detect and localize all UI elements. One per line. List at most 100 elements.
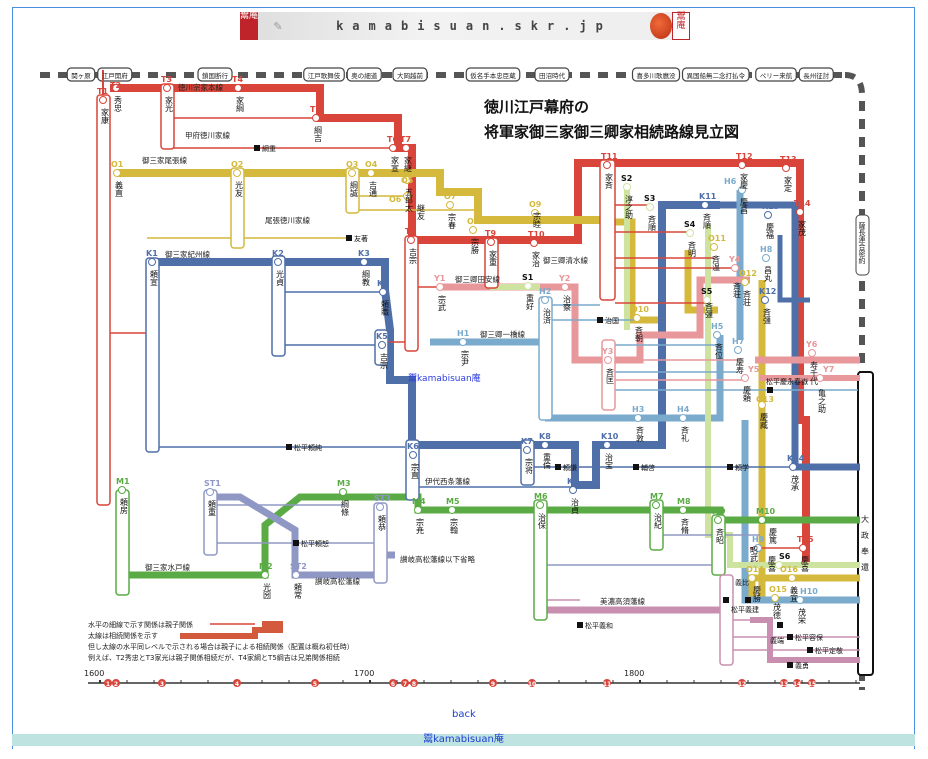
station-node: [403, 192, 411, 200]
station-code: ST3: [374, 494, 391, 503]
line-name: 讃岐高松藩線以下省略: [400, 554, 475, 564]
station-node: [339, 488, 347, 496]
station-code: O15: [769, 585, 787, 594]
line-name: 美濃高須藩線: [600, 596, 645, 606]
shogun-marker: [410, 679, 418, 687]
station-code: T13: [780, 155, 797, 164]
station-node: [799, 544, 807, 552]
station-code: S4: [684, 220, 696, 229]
station-name: 綱教: [362, 269, 371, 287]
person-square-marker: [767, 387, 773, 393]
shogun-marker: [401, 679, 409, 687]
legend-text: 例えば、T2秀忠とT3家光は親子関係相続だが、T4家綱とT5綱吉は兄弟関係相続: [88, 653, 340, 662]
station-name: 斉敦: [636, 425, 645, 443]
station-name: 家慶: [740, 172, 749, 190]
station-name: 家重: [489, 249, 498, 266]
station-node: [530, 239, 538, 247]
station-code: H2: [539, 287, 551, 296]
station-name: 慶勝: [753, 585, 762, 603]
person-square-marker: [807, 647, 813, 653]
footer-link[interactable]: 鬻kamabisuan庵: [423, 734, 504, 745]
station-code: K11: [699, 192, 717, 201]
station-code: Y7: [822, 365, 834, 374]
shogun-marker: [389, 679, 397, 687]
shogun-marker: [233, 679, 241, 687]
station-code: T10: [528, 230, 545, 239]
legend-text: 但し太線の水平同レベルで示される場合は親子による相続関係（配置は概ね初任時）: [88, 642, 354, 651]
station-node: [741, 278, 749, 286]
shogun-marker: [603, 679, 611, 687]
station-name: 宗尹: [461, 349, 470, 367]
event-label: 長州征討: [803, 71, 830, 80]
station-code: M8: [677, 497, 691, 506]
station-node: [713, 331, 721, 339]
event-label: 関ヶ原: [71, 72, 91, 80]
shogun-marker-number: 13: [780, 681, 788, 688]
station-node: [796, 208, 804, 216]
station-code: Y4: [728, 255, 741, 264]
shogun-marker: [104, 679, 112, 687]
station-box: [719, 574, 734, 666]
station-code: K1: [146, 249, 158, 258]
station-code: O12: [739, 269, 757, 278]
diagram-title: 徳川江戸幕府の: [483, 98, 589, 116]
station-node: [714, 516, 722, 524]
station-code: M4: [412, 497, 426, 506]
station-name: 継友: [417, 203, 426, 221]
line-name: 甲府徳川家線: [185, 130, 230, 140]
station-code: T12: [736, 152, 753, 161]
station-name: 頼職: [381, 300, 390, 317]
station-code: K7: [521, 437, 533, 446]
station-name: 斉位: [715, 342, 724, 359]
person-name: 綱重: [262, 144, 276, 153]
station-code: K4: [377, 279, 389, 288]
station-name: 慶福: [766, 222, 775, 240]
station-code: O4: [365, 160, 378, 169]
person-name: 松平義和: [585, 621, 613, 630]
station-code: H6: [724, 177, 737, 186]
event-label: 江戸歌舞伎: [308, 71, 341, 80]
back-link[interactable]: back: [452, 709, 476, 720]
station-name: 寿千代: [810, 360, 819, 386]
site-name: kamabisuan.skr.jp: [336, 19, 612, 33]
station-name: 治貞: [571, 497, 580, 515]
station-code: T4: [232, 75, 243, 84]
line-name: 尾張徳川家線: [265, 215, 310, 225]
shogun-marker: [780, 679, 788, 687]
station-node: [652, 501, 660, 509]
event-label: 仮名手本忠臣蔵: [470, 71, 516, 80]
axis-year-label: 1600: [84, 669, 104, 678]
station-code: K12: [759, 287, 776, 296]
shogun-marker-number: 6: [391, 681, 395, 688]
station-name: 頼重: [208, 500, 217, 516]
station-node: [233, 169, 241, 177]
event-badge: [755, 67, 797, 82]
station-code: H8: [760, 245, 773, 254]
station-code: O11: [708, 234, 726, 243]
watermark-text: 鬻kamabisuan庵: [408, 372, 481, 384]
station-code: K6: [407, 442, 419, 451]
shogun-marker-number: 8: [412, 681, 416, 688]
legend-text: 水平の細線で示す関係は親子関係: [88, 620, 193, 629]
station-node: [148, 258, 156, 266]
station-name: 家宣: [391, 155, 400, 172]
station-name: 斉温: [712, 254, 721, 272]
station-name: 宗睦: [533, 211, 542, 228]
station-code: S1: [522, 273, 534, 282]
station-node: [118, 486, 126, 494]
event-badge: [798, 67, 834, 82]
shogun-marker-number: 3: [160, 681, 164, 688]
station-code: T9: [485, 229, 496, 238]
station-name: 茂栄: [798, 607, 807, 625]
station-code: H4: [677, 405, 690, 414]
station-name: 重好: [526, 293, 535, 311]
station-name: 家継: [404, 155, 413, 173]
owari-line: [117, 169, 600, 224]
station-name: 斉彊: [705, 301, 714, 319]
station-name: 亀之助: [818, 388, 827, 414]
person-square-marker: [727, 464, 733, 470]
person-name: 頼謙: [563, 463, 577, 472]
station-code: O16: [780, 565, 798, 574]
station-node: [634, 414, 642, 422]
shogun-marker-number: 15: [808, 681, 816, 688]
